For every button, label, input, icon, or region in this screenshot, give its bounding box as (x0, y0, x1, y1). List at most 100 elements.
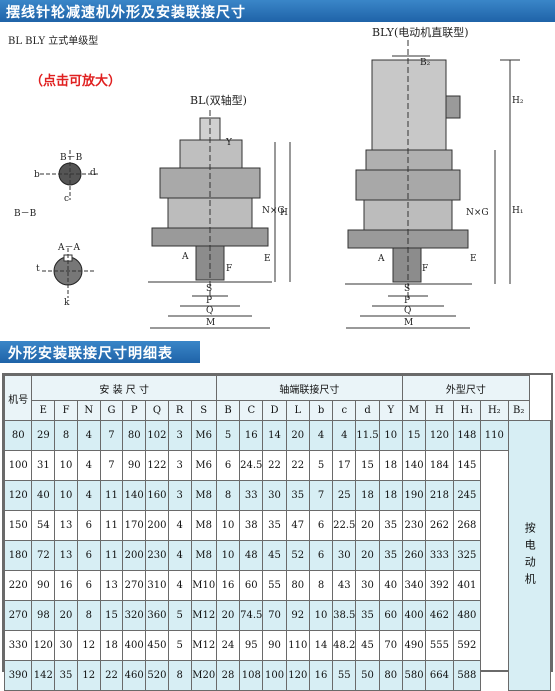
table-cell: 50 (355, 660, 380, 691)
column-header: H₁ (452, 400, 482, 421)
model-cell: 180 (3, 540, 33, 571)
table-cell: M6 (190, 450, 217, 481)
table-cell: 15 (401, 420, 427, 451)
column-header: P (122, 400, 147, 421)
table-cell: 80 (122, 420, 147, 451)
table-cell: 10 (54, 450, 78, 481)
label-f-bl: F (226, 264, 233, 274)
bl-reducer-drawing (148, 110, 291, 300)
table-cell: 6 (76, 570, 101, 601)
table-cell: 200 (122, 540, 147, 571)
table-cell: 325 (452, 540, 482, 571)
table-cell: 90 (122, 450, 147, 481)
table-cell: 190 (401, 480, 427, 511)
table-cell: 47 (285, 510, 310, 541)
zoom-link[interactable]: （点击可放大） (30, 74, 122, 89)
table-title-bar: 外形安装联接尺寸明细表 (0, 341, 200, 363)
table-cell: 14 (262, 420, 287, 451)
table-cell: 25 (332, 480, 357, 511)
table-cell: 140 (401, 450, 427, 481)
table-cell: 4 (167, 570, 192, 601)
header-shaft: 轴端联接尺寸 (215, 375, 403, 401)
table-cell: 98 (31, 600, 56, 631)
column-header: C (239, 400, 264, 421)
label-section-bb: B－B (14, 209, 37, 219)
table-cell: M20 (190, 660, 217, 691)
table-cell: 33 (239, 480, 264, 511)
table-cell: 218 (425, 480, 454, 511)
table-cell: 200 (145, 510, 169, 541)
table-cell: 4 (76, 450, 101, 481)
label-h2: H₂ (512, 96, 524, 106)
column-header: S (190, 400, 217, 421)
table-cell: 320 (122, 600, 147, 631)
table-cell: 20 (355, 510, 380, 541)
table-cell: 4 (167, 540, 192, 571)
table-cell: 40 (31, 480, 56, 511)
table-cell: 4 (332, 420, 357, 451)
table-cell: 35 (54, 660, 78, 691)
table-cell: 6 (76, 540, 101, 571)
label-c: c (64, 194, 70, 204)
table-cell: 100 (262, 660, 287, 691)
table-cell: 260 (401, 540, 427, 571)
table-cell: 16 (308, 660, 334, 691)
table-cell: M12 (190, 630, 217, 661)
label-a-bl: A (182, 252, 189, 262)
table-cell: 22 (285, 450, 310, 481)
table-cell: 4 (76, 480, 101, 511)
table-cell: 10 (378, 420, 403, 451)
table-cell: 17 (332, 450, 357, 481)
table-cell: 38.5 (332, 600, 357, 631)
label-hole-bly: N×G (466, 208, 489, 218)
label-d: d (90, 168, 96, 178)
table-cell: 588 (452, 660, 482, 691)
label-p-bl: P (206, 296, 213, 306)
table-cell: M8 (190, 480, 217, 511)
table-cell: 10 (54, 480, 78, 511)
label-section-bb-top: B－B (60, 153, 83, 163)
table-cell: 48.2 (332, 630, 357, 661)
label-h1: H₁ (512, 206, 524, 216)
table-cell: 18 (378, 480, 403, 511)
table-cell: 90 (31, 570, 56, 601)
table-cell: 3 (167, 480, 192, 511)
table-cell: 10 (308, 600, 334, 631)
table-cell: 28 (215, 660, 241, 691)
table-cell: 310 (145, 570, 169, 601)
label-s-bly: S (404, 284, 411, 294)
table-cell: 30 (54, 630, 78, 661)
table-cell: 142 (31, 660, 56, 691)
table-cell: 664 (425, 660, 454, 691)
column-header: Q (145, 400, 169, 421)
table-cell: 8 (54, 420, 78, 451)
table-cell: 140 (122, 480, 147, 511)
label-k: k (64, 298, 70, 308)
table-cell: 480 (452, 600, 482, 631)
table-cell: 10 (215, 540, 241, 571)
table-cell: 55 (262, 570, 287, 601)
column-header: G (99, 400, 124, 421)
table-cell: 22 (262, 450, 287, 481)
table-cell: 6 (308, 540, 334, 571)
table-cell: 184 (425, 450, 454, 481)
table-cell: 392 (425, 570, 454, 601)
column-header: F (54, 400, 78, 421)
table-cell: 18 (378, 450, 403, 481)
table-cell: 7 (99, 450, 124, 481)
table-cell: 8 (308, 570, 334, 601)
table-cell: 29 (31, 420, 56, 451)
table-cell: 24.5 (239, 450, 264, 481)
model-cell: 330 (3, 630, 33, 661)
table-cell: 20 (355, 540, 380, 571)
table-cell: 10 (215, 510, 241, 541)
table-cell: 45 (355, 630, 380, 661)
column-header: H₂ (480, 400, 509, 421)
table-cell: 16 (215, 570, 241, 601)
table-cell: 13 (54, 540, 78, 571)
table-cell: 35 (378, 540, 403, 571)
table-cell: 5 (215, 420, 241, 451)
